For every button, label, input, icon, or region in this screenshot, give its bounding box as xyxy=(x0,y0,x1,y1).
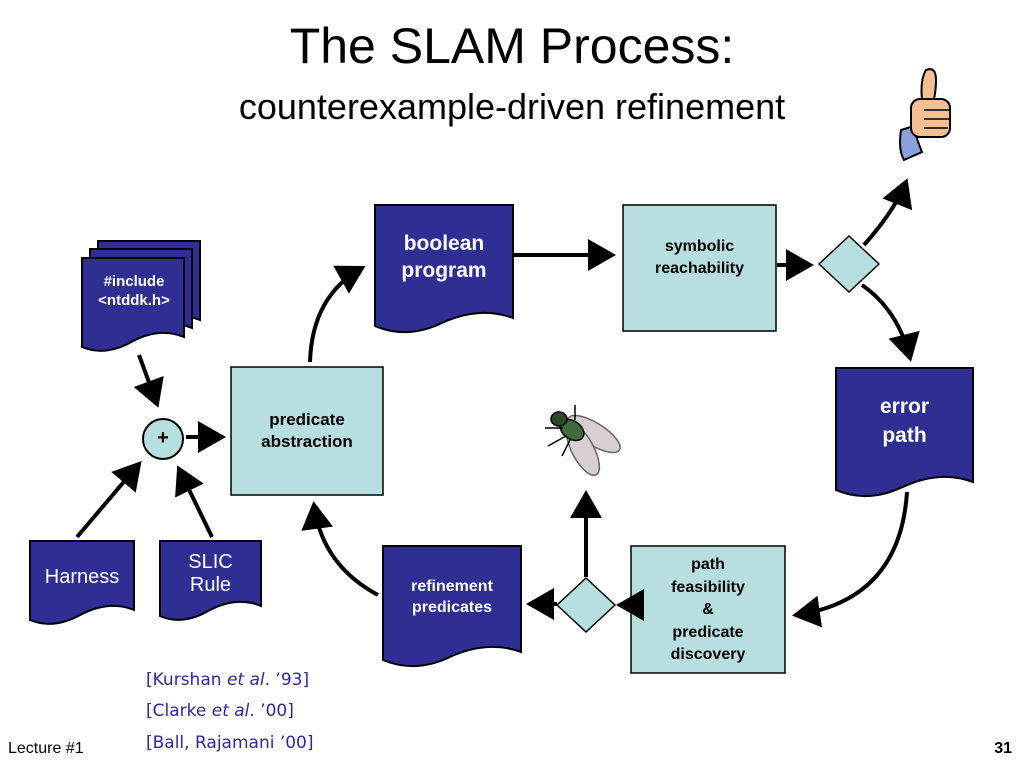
arrow-include-to-plus xyxy=(133,354,164,408)
reachability-decision-diamond xyxy=(817,234,881,294)
symbolic-reachability-box xyxy=(622,204,777,332)
predicate-abstraction-box xyxy=(230,366,384,496)
arrow-diamond-to-thumbs-up xyxy=(862,178,913,247)
thumbs-up-icon xyxy=(899,68,951,162)
fly-icon xyxy=(545,405,621,477)
reference-clarke: [Clarke et al. ’00] xyxy=(146,701,294,721)
arrow-harness-to-plus xyxy=(75,460,142,539)
include-file-stack xyxy=(81,240,201,352)
arrow-diamond-to-error-path xyxy=(860,283,920,362)
refinement-predicates-document xyxy=(382,545,522,668)
arrow-slic-to-plus xyxy=(175,465,214,538)
arrow-refinement-to-abstraction xyxy=(301,501,379,597)
boolean-program-document xyxy=(374,204,514,334)
footer-lecture-label: Lecture #1 xyxy=(8,740,84,757)
harness-document xyxy=(29,540,135,625)
error-path-document xyxy=(835,367,974,498)
path-feasibility-box xyxy=(630,545,786,674)
slic-rule-document xyxy=(159,540,262,621)
arrow-abstraction-to-boolean xyxy=(308,265,366,363)
slide-title: The SLAM Process: xyxy=(289,18,735,74)
feasibility-decision-diamond xyxy=(555,576,617,634)
footer-slide-number: 31 xyxy=(994,740,1012,757)
reference-kurshan: [Kurshan et al. ’93] xyxy=(146,670,310,690)
reference-ball-rajamani: [Ball, Rajamani ’00] xyxy=(146,733,314,753)
slide-subtitle: counterexample-driven refinement xyxy=(238,86,786,127)
plus-combine-node xyxy=(142,418,184,460)
arrow-error-path-to-feasibility xyxy=(792,491,909,628)
